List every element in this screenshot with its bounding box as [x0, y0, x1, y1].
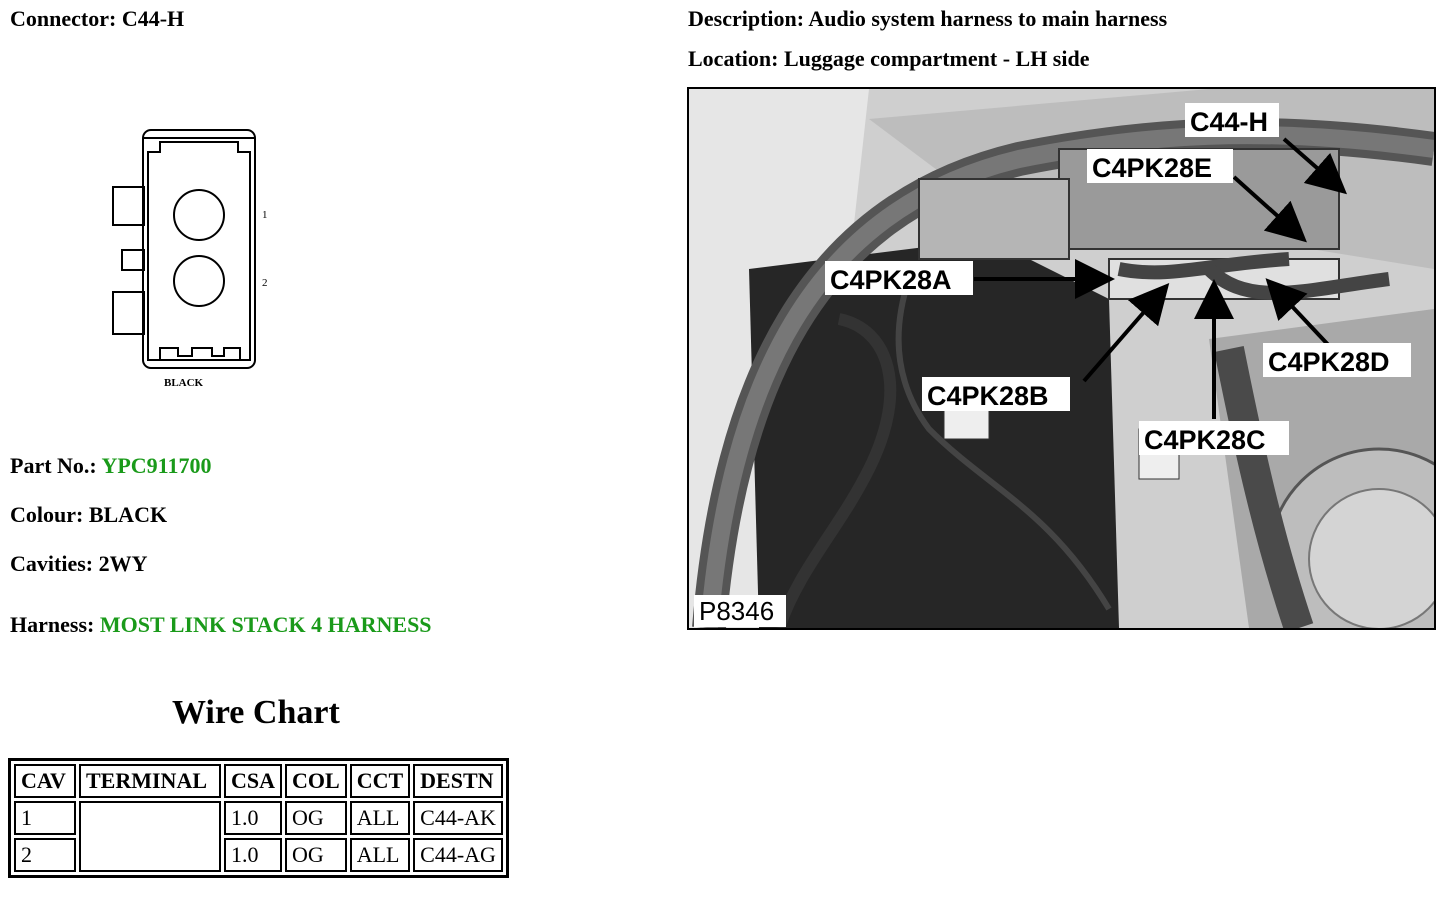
- part-number-field: Part No.: YPC911700: [10, 453, 211, 479]
- connector-value: C44-H: [121, 6, 185, 31]
- cavities-field: Cavities: 2WY: [10, 551, 147, 577]
- description-value: Audio system harness to main harness: [808, 6, 1168, 31]
- callout-c4pk28d: C4PK28D: [1263, 343, 1411, 377]
- harness-value: MOST LINK STACK 4 HARNESS: [99, 612, 432, 637]
- cavities-value: 2WY: [98, 551, 148, 576]
- cell-cct: ALL: [349, 801, 411, 835]
- svg-text:P8346: P8346: [699, 596, 774, 626]
- cell-terminal: [79, 801, 221, 872]
- cell-csa: 1.0: [224, 801, 283, 835]
- cell-destn: C44-AK: [413, 801, 503, 835]
- location-value: Luggage compartment - LH side: [783, 46, 1090, 71]
- part-number-label: Part No.:: [10, 453, 97, 478]
- header-col: COL: [285, 764, 347, 798]
- header-cav: CAV: [14, 764, 76, 798]
- cell-cav: 2: [14, 838, 76, 872]
- cavities-label: Cavities:: [10, 551, 94, 576]
- colour-value: BLACK: [88, 502, 168, 527]
- svg-text:C4PK28A: C4PK28A: [830, 265, 952, 295]
- description-label: Description:: [688, 6, 805, 31]
- location-field: Location: Luggage compartment - LH side: [688, 46, 1089, 72]
- diagram-color-label: BLACK: [164, 377, 204, 389]
- callout-c4pk28b: C4PK28B: [922, 377, 1070, 411]
- harness-label: Harness:: [10, 612, 95, 637]
- table-row: 2 1.0 OG ALL C44-AG: [14, 838, 503, 872]
- location-photo-illustration: C44-H C4PK28E C4PK28A C4PK28D C4PK28B C4…: [689, 89, 1434, 628]
- svg-text:C4PK28B: C4PK28B: [927, 381, 1049, 411]
- connector-label: Connector:: [10, 6, 117, 31]
- location-photo: C44-H C4PK28E C4PK28A C4PK28D C4PK28B C4…: [687, 87, 1436, 630]
- colour-label: Colour:: [10, 502, 84, 527]
- header-terminal: TERMINAL: [79, 764, 221, 798]
- cell-cav: 1: [14, 801, 76, 835]
- connector-latch-bottom: [112, 291, 145, 335]
- cell-col: OG: [285, 801, 347, 835]
- connector-key: [121, 249, 145, 271]
- cavity-1: [173, 189, 225, 241]
- svg-text:C44-H: C44-H: [1190, 107, 1268, 137]
- header-destn: DESTN: [413, 764, 503, 798]
- harness-field: Harness: MOST LINK STACK 4 HARNESS: [10, 612, 432, 638]
- cavity-2: [173, 255, 225, 307]
- callout-c44h: C44-H: [1185, 103, 1279, 137]
- callout-c4pk28e: C4PK28E: [1087, 149, 1233, 183]
- header-csa: CSA: [224, 764, 283, 798]
- callout-c4pk28a: C4PK28A: [825, 261, 973, 295]
- colour-field: Colour: BLACK: [10, 502, 167, 528]
- connector-diagram: 1 2 BLACK: [112, 129, 268, 389]
- connector-inner-body: [147, 141, 251, 361]
- callout-c4pk28c: C4PK28C: [1139, 421, 1289, 455]
- cell-cct: ALL: [349, 838, 411, 872]
- svg-text:C4PK28E: C4PK28E: [1092, 153, 1212, 183]
- cell-csa: 1.0: [224, 838, 283, 872]
- header-cct: CCT: [349, 764, 411, 798]
- connector-outer-shell: [142, 129, 256, 369]
- connector-latch-top: [112, 186, 145, 226]
- svg-text:C4PK28D: C4PK28D: [1268, 347, 1390, 377]
- cell-destn: C44-AG: [413, 838, 503, 872]
- cavity-2-label: 2: [262, 277, 268, 289]
- wire-chart-table: CAV TERMINAL CSA COL CCT DESTN 1 1.0 OG …: [8, 758, 509, 878]
- cell-col: OG: [285, 838, 347, 872]
- wire-chart-title: Wire Chart: [172, 694, 340, 731]
- description-field: Description: Audio system harness to mai…: [688, 6, 1167, 32]
- svg-text:C4PK28C: C4PK28C: [1144, 425, 1266, 455]
- part-number-value: YPC911700: [101, 453, 212, 478]
- connector-field: Connector: C44-H: [10, 6, 184, 32]
- cavity-1-label: 1: [262, 209, 268, 221]
- photo-id-label: P8346: [694, 595, 786, 627]
- location-label: Location:: [688, 46, 779, 71]
- wire-chart-header-row: CAV TERMINAL CSA COL CCT DESTN: [14, 764, 503, 798]
- table-row: 1 1.0 OG ALL C44-AK: [14, 801, 503, 872]
